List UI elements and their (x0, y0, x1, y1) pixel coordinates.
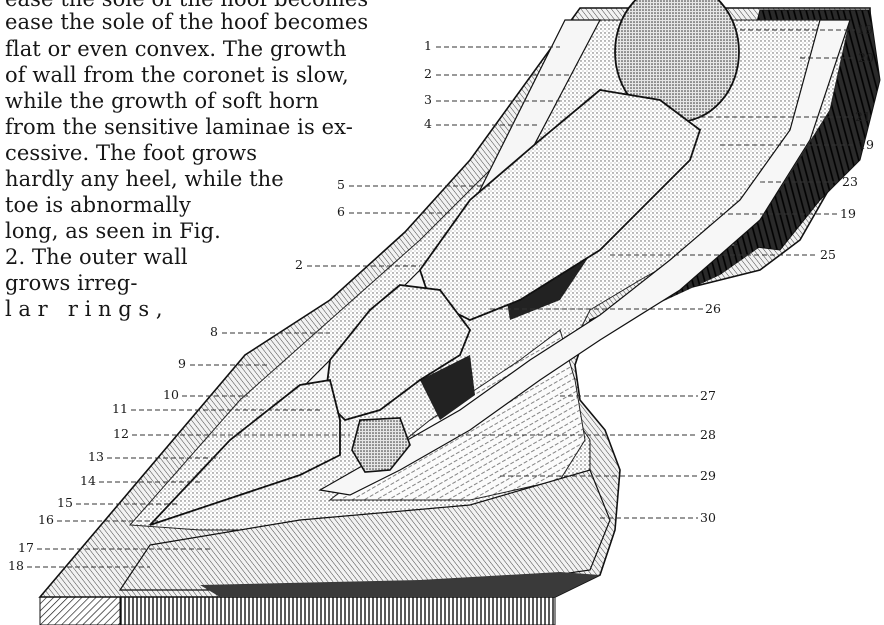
label: 18 (8, 558, 24, 573)
label: 12 (113, 426, 129, 441)
label: 6 (337, 204, 345, 219)
label: 15 (57, 495, 73, 510)
ground-hatched-block (40, 597, 120, 625)
label: 11 (112, 401, 128, 416)
label: 21 (855, 109, 871, 124)
label: 14 (80, 473, 96, 488)
label: 5 (337, 177, 345, 192)
label: 13 (88, 449, 104, 464)
label: 1 (424, 38, 432, 53)
label: 4 (424, 116, 432, 131)
label: 10 (163, 387, 179, 402)
label: 2 (295, 257, 303, 272)
label: 19 (858, 137, 874, 152)
label: 27 (700, 388, 716, 403)
label: 2 (424, 66, 432, 81)
label: 19 (857, 22, 873, 37)
label: 30 (700, 510, 716, 525)
label: 19 (840, 206, 856, 221)
label: 3 (424, 92, 432, 107)
label: 16 (38, 512, 54, 527)
label: 9 (178, 356, 186, 371)
label: 17 (18, 540, 34, 555)
label: 8 (210, 324, 218, 339)
label: 23 (842, 174, 858, 189)
label: 26 (705, 301, 721, 316)
ground-floor (120, 597, 555, 625)
label: 25 (820, 247, 836, 262)
label: 29 (700, 468, 716, 483)
label: 28 (700, 427, 716, 442)
label: 20 (858, 50, 874, 65)
